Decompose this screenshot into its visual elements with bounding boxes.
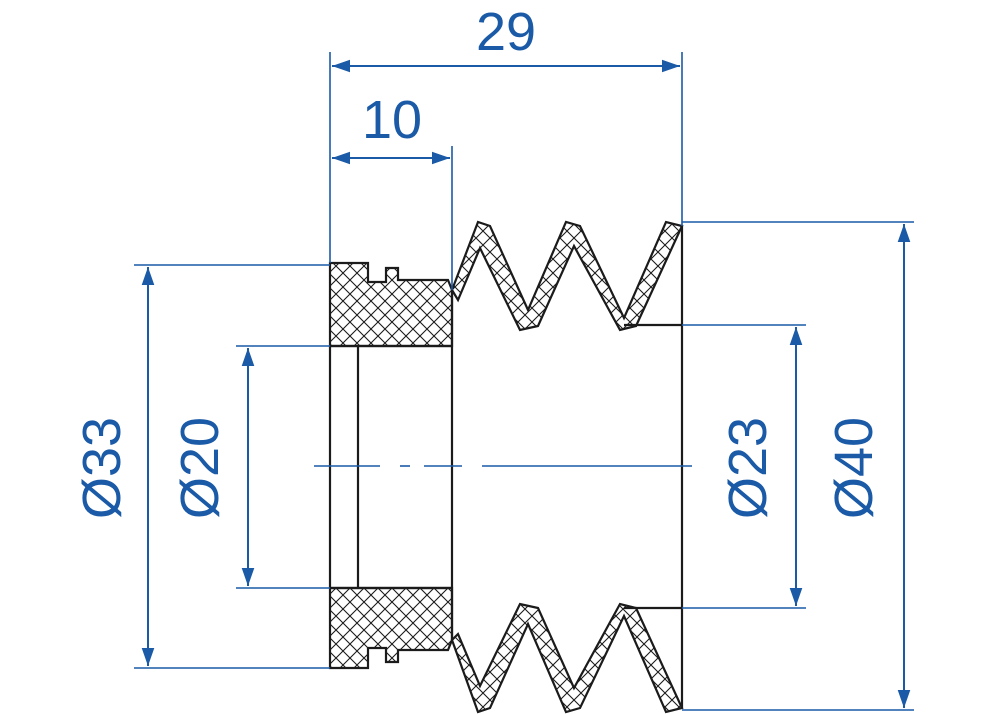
hub-diameter-label: Ø33 bbox=[72, 417, 132, 519]
groove-section-bottom bbox=[450, 602, 684, 714]
hub-length-label: 10 bbox=[362, 90, 422, 150]
dimension-bore-diameter: Ø20 bbox=[170, 345, 330, 589]
bore-diameter-label: Ø20 bbox=[170, 417, 230, 519]
dimension-overall-length: 29 bbox=[329, 2, 683, 263]
pulley-body bbox=[328, 220, 684, 714]
dimension-hub-diameter: Ø33 bbox=[72, 264, 330, 669]
hub-section-top bbox=[328, 261, 454, 348]
groove-section-top bbox=[450, 220, 684, 332]
dimension-hub-length: 10 bbox=[332, 90, 453, 290]
overall-length-label: 29 bbox=[476, 2, 536, 62]
dimension-outer-diameter: Ø40 bbox=[682, 221, 914, 711]
hub-section-bottom bbox=[328, 586, 454, 670]
dimension-groove-diameter: Ø23 bbox=[682, 324, 806, 609]
outer-diameter-label: Ø40 bbox=[824, 417, 884, 519]
groove-diameter-label: Ø23 bbox=[718, 417, 778, 519]
